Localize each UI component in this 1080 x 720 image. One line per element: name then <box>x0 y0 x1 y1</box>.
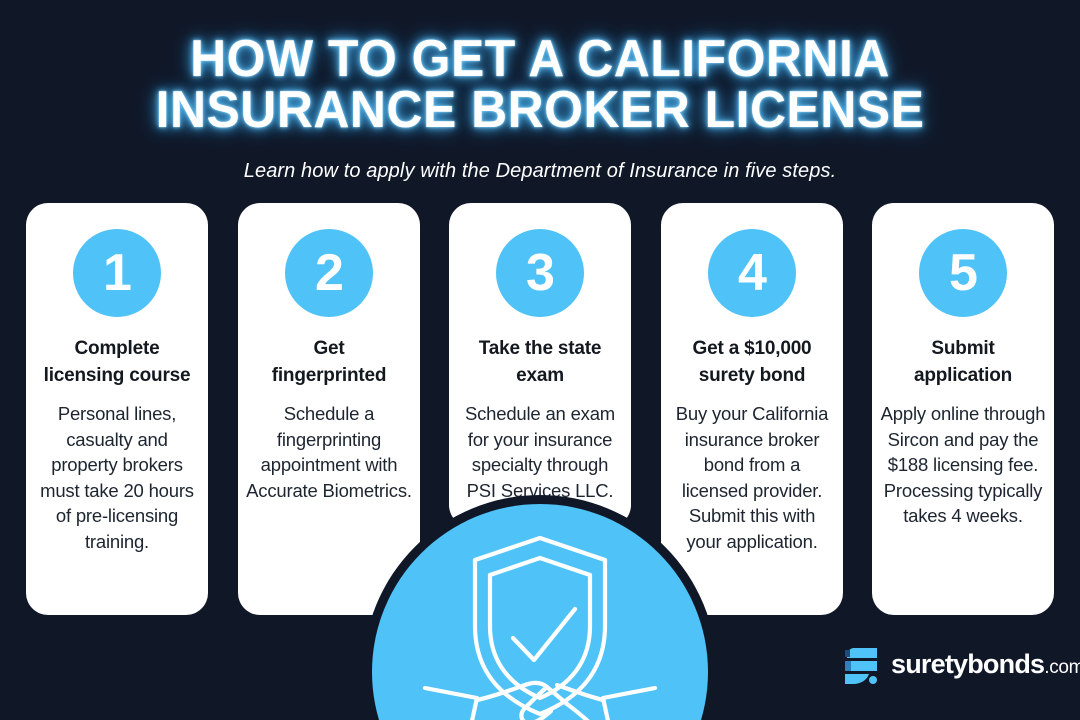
step-number-badge-4: 4 <box>708 229 796 317</box>
emblem-circle <box>372 504 708 720</box>
step-title-3: Take the state exam <box>478 338 602 386</box>
brand-tld: .com <box>1044 657 1080 678</box>
page-subtitle: Learn how to apply with the Department o… <box>243 160 837 182</box>
step-body-4: Buy your California insurance broker bon… <box>675 403 829 552</box>
step-card-1[interactable]: 1 Complete licensing course Personal lin… <box>26 203 208 615</box>
step-body-2: Schedule a fingerprinting appointment wi… <box>246 403 412 501</box>
step-title-4: Get a $10,000 surety bond <box>692 338 812 386</box>
handshake-icon <box>422 680 658 720</box>
step-card-5[interactable]: 5 Submit application Apply online throug… <box>872 203 1054 615</box>
brand-name: suretybonds <box>891 649 1045 679</box>
brand-logo-text: suretybonds.com <box>891 649 1080 683</box>
step-body-5: Apply online through Sircon and pay the … <box>880 403 1046 526</box>
step-card-2[interactable]: 2 Get fingerprinted Schedule a fingerpri… <box>238 203 420 615</box>
page-title: HOW TO GET A CALIFORNIA INSURANCE BROKER… <box>155 30 925 139</box>
step-title-2: Get fingerprinted <box>271 338 387 386</box>
step-card-4[interactable]: 4 Get a $10,000 surety bond Buy your Cal… <box>661 203 843 615</box>
step-card-3[interactable]: 3 Take the state exam Schedule an exam f… <box>449 203 631 527</box>
step-number-badge-3: 3 <box>496 229 584 317</box>
shield-check-handshake-icon <box>422 535 658 720</box>
step-body-1: Personal lines, casualty and property br… <box>40 403 194 552</box>
step-number-badge-1: 1 <box>73 229 161 317</box>
step-title-5: Submit application <box>913 338 1013 386</box>
suretybonds-logo-mark-icon <box>845 648 877 684</box>
brand-logo[interactable]: suretybonds.com <box>843 646 1080 686</box>
step-number-badge-5: 5 <box>919 229 1007 317</box>
step-body-3: Schedule an exam for your insurance spec… <box>464 403 616 501</box>
step-number-badge-2: 2 <box>285 229 373 317</box>
step-title-1: Complete licensing course <box>43 338 191 386</box>
